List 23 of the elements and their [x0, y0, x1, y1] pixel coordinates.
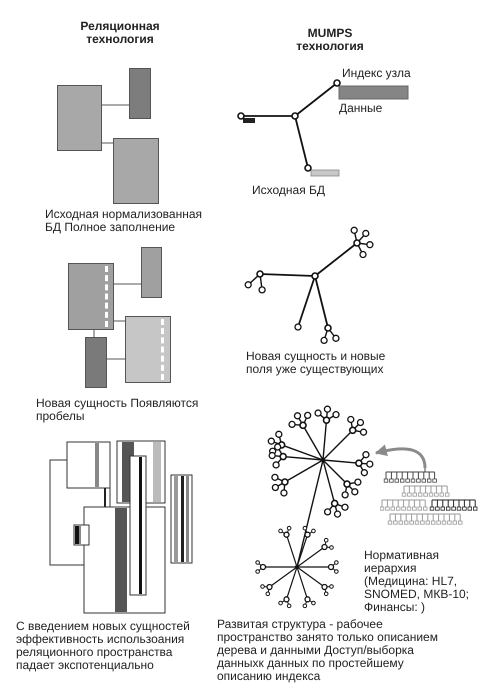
table-box: [113, 138, 159, 204]
connector-line: [102, 104, 130, 106]
callout-label: Индекс узла: [342, 67, 412, 80]
caption: Исходная нормализованная БД Полное заполнение: [45, 208, 204, 234]
callout-label: Данные: [339, 102, 384, 115]
table-box: [141, 247, 162, 298]
connector-line: [102, 142, 114, 144]
column-heading: Реляционная технология: [79, 20, 161, 46]
table-box: [85, 337, 107, 388]
caption: Новая сущность и новые поля уже существующих: [246, 350, 386, 376]
column-heading: MUMPS технология: [295, 27, 365, 53]
caption: Развитая структура - рабочее пространство занято только описанием дерева и данными Доступ/выборка данныхк данных по простейшему описанию индекса: [217, 618, 439, 683]
connector-line: [106, 358, 126, 360]
table-box: [68, 263, 114, 330]
arrow: [374, 444, 426, 468]
table-box: [129, 68, 151, 119]
caption: Нормативная иерархия (Медицина: HL7, SNOMED, МКВ-10; Финансы: ): [364, 549, 470, 614]
caption: Новая сущность Появляются пробелы: [36, 397, 200, 423]
connector-line: [114, 320, 126, 322]
caption: С введением новых сущностей эффективность использоания реляционного пространства падает экспотенциально: [16, 620, 191, 672]
table-box: [57, 85, 102, 151]
table-box: [125, 316, 171, 383]
callout-label: Исходная БД: [252, 184, 326, 197]
